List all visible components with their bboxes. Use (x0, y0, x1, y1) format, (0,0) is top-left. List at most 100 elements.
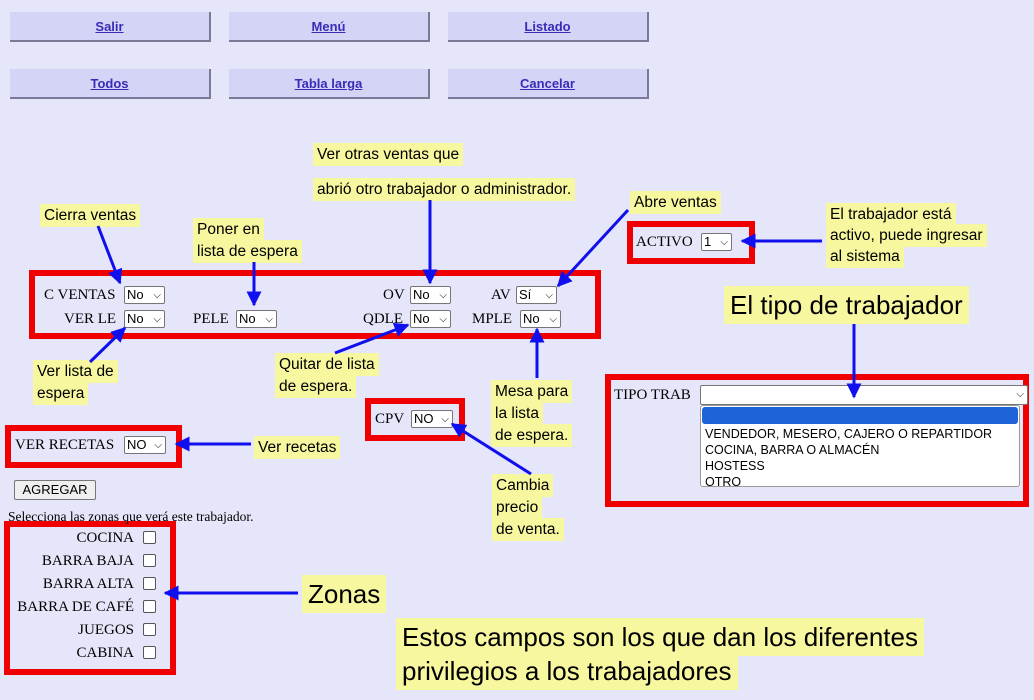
annotation-mesa-line3: de espera. (491, 424, 573, 447)
annotation-cambia-line2: precio (492, 496, 543, 519)
chevron-down-icon: ⌵ (545, 290, 553, 301)
chevron-down-icon: ⌵ (441, 414, 449, 425)
annotation-activo-line2: activo, puede ingresar (826, 224, 987, 247)
ver-recetas-value: NO (127, 437, 147, 452)
chevron-down-icon: ⌵ (439, 314, 447, 325)
dropdown-option[interactable]: HOSTESS (705, 459, 765, 473)
dropdown-option[interactable]: VENDEDOR, MESERO, CAJERO O REPARTIDOR (705, 427, 993, 441)
zones-prompt: Selecciona las zonas que verá este traba… (8, 509, 254, 524)
cpv-value: NO (414, 411, 434, 426)
arrow-quitar (334, 322, 410, 355)
av-select[interactable]: Sí ⌵ (516, 286, 557, 304)
tipo-highlight (605, 374, 1029, 507)
todos-link[interactable]: Todos (90, 76, 129, 91)
zone-label: CABINA (76, 645, 134, 661)
ver-le-value: No (127, 311, 144, 326)
ov-select[interactable]: No⌵ (410, 286, 451, 304)
qdle-value: No (413, 311, 430, 326)
c-ventas-label: C VENTAS (44, 287, 116, 303)
menu-link[interactable]: Menú (311, 19, 346, 34)
ver-recetas-select[interactable]: NO ⌵ (124, 436, 166, 454)
ov-value: No (413, 287, 430, 302)
tipo-trab-label: TIPO TRAB (614, 387, 691, 403)
av-label: AV (491, 287, 511, 303)
annotation-activo-line3: al sistema (826, 245, 904, 268)
dropdown-option-empty[interactable] (702, 407, 1018, 424)
zone-checkbox[interactable] (143, 646, 156, 659)
activo-select[interactable]: 1⌵ (701, 233, 732, 251)
tipo-trab-dropdown[interactable]: VENDEDOR, MESERO, CAJERO O REPARTIDOR CO… (700, 405, 1020, 489)
zone-checkbox[interactable] (143, 531, 156, 544)
activo-label: ACTIVO (636, 234, 693, 250)
cpv-highlight (365, 398, 465, 441)
arrow-cierra (96, 225, 123, 285)
dropdown-option[interactable]: OTRO (705, 475, 742, 489)
qdle-select[interactable]: No ⌵ (410, 310, 451, 328)
annotation-tipo: El tipo de trabajador (724, 286, 969, 324)
cancelar-button[interactable]: Cancelar (448, 69, 649, 99)
annotation-cambia-line1: Cambia (492, 474, 554, 497)
zone-checkbox[interactable] (143, 600, 156, 613)
c-ventas-select[interactable]: No⌵ (124, 286, 165, 304)
pele-value: No (239, 311, 256, 326)
annotation-poner-line2: lista de espera (193, 240, 302, 263)
ver-le-label: VER LE (64, 311, 117, 327)
cpv-select[interactable]: NO ⌵ (411, 410, 453, 428)
salir-link[interactable]: Salir (95, 19, 124, 34)
zone-checkbox[interactable] (143, 623, 156, 636)
annotation-quitar-line2: de espera. (275, 375, 357, 398)
cancelar-link[interactable]: Cancelar (520, 76, 575, 91)
chevron-down-icon: ⌵ (549, 314, 557, 325)
ver-le-select[interactable]: No ⌵ (124, 310, 165, 328)
ver-recetas-label: VER RECETAS (15, 437, 115, 453)
annotation-cambia-line3: de venta. (492, 518, 564, 541)
tipo-trab-select[interactable]: ⌵ (700, 385, 1028, 405)
mple-label: MPLE (472, 311, 513, 327)
annotation-ver-lista-line1: Ver lista de (33, 360, 118, 383)
listado-button[interactable]: Listado (448, 12, 649, 42)
annotation-mesa-line1: Mesa para (491, 380, 573, 403)
zone-label: JUEGOS (78, 622, 134, 638)
pele-select[interactable]: No ⌵ (236, 310, 277, 328)
dropdown-option[interactable]: COCINA, BARRA O ALMACÉN (705, 443, 880, 457)
annotation-recetas: Ver recetas (254, 436, 341, 459)
zone-label: BARRA BAJA (41, 553, 134, 569)
chevron-down-icon: ⌵ (153, 314, 161, 325)
agregar-button[interactable]: AGREGAR (14, 480, 96, 500)
av-value: Sí (519, 287, 532, 302)
annotation-estos-line2: privilegios a los trabajadores (396, 652, 738, 690)
chevron-down-icon: ⌵ (1016, 389, 1024, 400)
arrow-abre (556, 208, 630, 288)
annotation-mesa-line2: la lista (491, 402, 543, 425)
tabla-larga-button[interactable]: Tabla larga (229, 69, 430, 99)
annotation-activo-line1: El trabajador está (826, 203, 956, 226)
zone-label: COCINA (76, 530, 134, 546)
todos-button[interactable]: Todos (10, 69, 211, 99)
chevron-down-icon: ⌵ (720, 237, 728, 248)
annotation-zonas: Zonas (302, 575, 387, 613)
chevron-down-icon: ⌵ (265, 314, 273, 325)
menu-button[interactable]: Menú (229, 12, 430, 42)
salir-button[interactable]: Salir (10, 12, 211, 42)
zone-checkbox[interactable] (143, 554, 156, 567)
zone-label: BARRA DE CAFÉ (17, 599, 134, 615)
permissions-highlight (29, 270, 601, 339)
pele-label: PELE (193, 311, 229, 327)
listado-link[interactable]: Listado (524, 19, 571, 34)
chevron-down-icon: ⌵ (154, 440, 162, 451)
c-ventas-value: No (127, 287, 144, 302)
activo-value: 1 (704, 234, 712, 249)
tabla-larga-link[interactable]: Tabla larga (294, 76, 363, 91)
zone-checkbox[interactable] (143, 577, 156, 590)
arrow-cambia (450, 422, 532, 476)
annotation-cierra: Cierra ventas (40, 204, 141, 227)
annotation-ver-otras-line2: abrió otro trabajador o administrador. (313, 178, 576, 201)
arrow-ver-lista (88, 326, 127, 364)
cpv-label: CPV (375, 411, 405, 427)
annotation-ver-lista-line2: espera (33, 382, 89, 405)
zone-label: BARRA ALTA (42, 576, 134, 592)
annotation-ver-otras-line1: Ver otras ventas que (313, 143, 464, 166)
ov-label: OV (383, 287, 405, 303)
annotation-quitar-line1: Quitar de lista (275, 353, 379, 376)
